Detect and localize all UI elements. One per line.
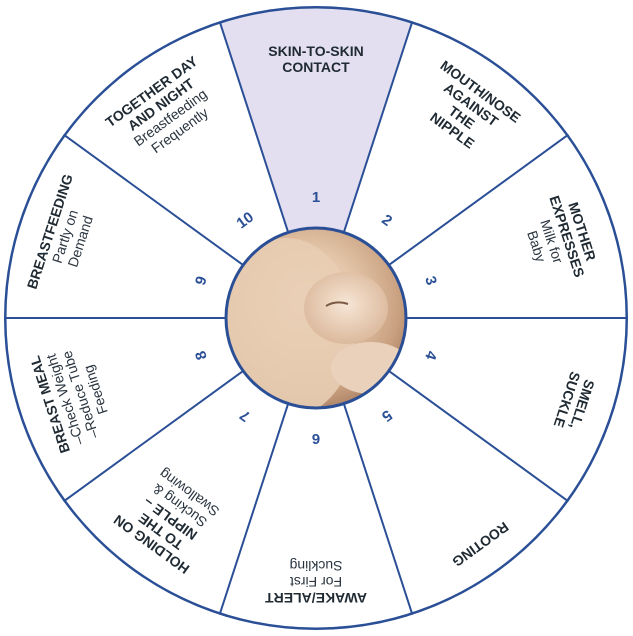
step-title: CONTACT bbox=[282, 59, 350, 75]
segment-7 bbox=[63, 370, 289, 615]
step-number: 6 bbox=[312, 430, 320, 447]
segment-2 bbox=[343, 21, 569, 266]
baby-eye-shape bbox=[325, 301, 349, 307]
center-photo bbox=[224, 226, 408, 410]
segment-divider bbox=[62, 133, 244, 266]
step-number: 1 bbox=[312, 189, 320, 206]
segment-3 bbox=[388, 134, 628, 318]
wheel-outer-ring bbox=[4, 6, 628, 630]
inner-circle bbox=[224, 226, 408, 410]
segment-6 bbox=[219, 403, 413, 630]
wheel-segments bbox=[4, 6, 628, 630]
segment-divider bbox=[342, 403, 414, 616]
outer-circle bbox=[4, 6, 628, 630]
segment-divider bbox=[62, 370, 244, 503]
segment-divider bbox=[342, 20, 414, 233]
step-title: AWAKE/ALERT bbox=[265, 590, 367, 606]
segment-9 bbox=[4, 134, 244, 318]
segment-10 bbox=[63, 21, 289, 266]
step-title: SKIN-TO-SKIN bbox=[268, 43, 363, 59]
segment-divider bbox=[218, 20, 290, 233]
step-number: 10 bbox=[233, 209, 256, 233]
segment-divider bbox=[218, 403, 290, 616]
segment-5 bbox=[343, 370, 569, 615]
segment-8 bbox=[4, 318, 244, 502]
segment-divider bbox=[388, 370, 570, 503]
segment-1 bbox=[219, 6, 413, 233]
segment-4 bbox=[388, 318, 628, 502]
step-description: Suckling bbox=[290, 558, 343, 574]
baby-head-shape bbox=[304, 272, 388, 344]
segment-divider bbox=[388, 133, 570, 266]
step-description: For First bbox=[290, 574, 342, 590]
